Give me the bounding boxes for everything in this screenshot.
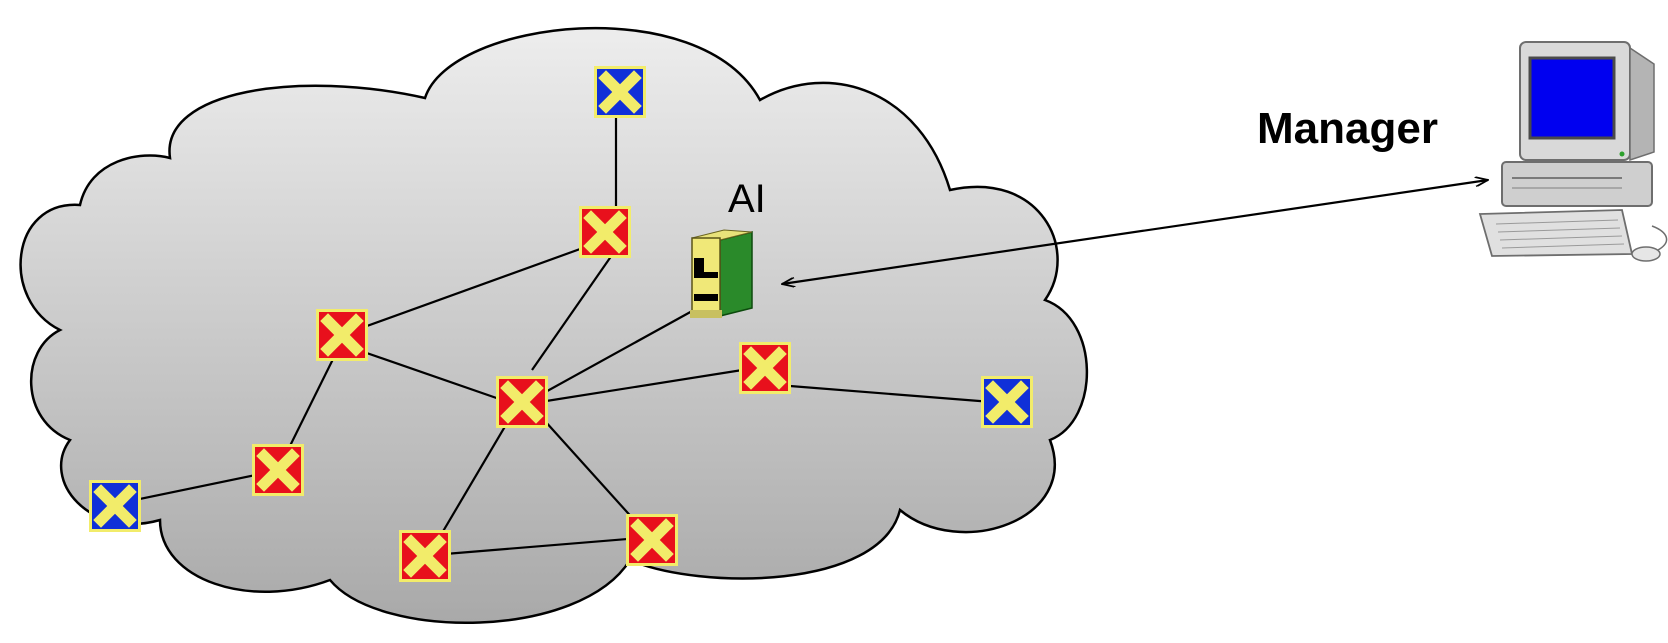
switch-upper-core[interactable]	[579, 206, 631, 258]
ai-agent-base	[690, 310, 722, 318]
network-cloud	[19, 26, 1089, 624]
mouse	[1631, 246, 1661, 262]
link-left-core-center-core	[357, 348, 509, 404]
ai-agent-slot-top	[694, 258, 704, 272]
ai-agent-slot-mid	[694, 272, 718, 278]
switch-cross-b	[256, 448, 300, 492]
monitor-side	[1629, 46, 1655, 162]
keyboard-keys	[1495, 219, 1625, 249]
switch-bottom-right-core[interactable]	[626, 514, 678, 566]
switches	[89, 66, 1033, 582]
link-center-core-bottom-core	[431, 417, 511, 551]
mouse-cable	[1651, 225, 1668, 251]
switch-bottom-core[interactable]	[399, 530, 451, 582]
switch-cross-b	[403, 534, 447, 578]
ai-agent-side-panel	[719, 231, 753, 317]
ai-agent-device[interactable]	[690, 229, 753, 318]
switch-right-edge[interactable]	[981, 376, 1033, 428]
link-upper-core-left-core	[341, 238, 606, 337]
network-links	[124, 92, 993, 556]
switch-left-core[interactable]	[316, 309, 368, 361]
link-left-core-lower-left-core	[281, 344, 341, 463]
link-center-core-ai-agent	[539, 309, 695, 396]
link-bottom-core-bottom-right-core	[444, 536, 641, 556]
switch-cross-b	[93, 484, 137, 528]
keyboard	[1478, 209, 1634, 257]
manager-label: Manager	[1257, 104, 1438, 153]
switch-cross-b	[320, 313, 364, 357]
manager-computer-icon[interactable]	[1478, 41, 1668, 262]
ai-agent-label: AI	[728, 177, 766, 221]
link-upper-core-center-core	[531, 254, 613, 371]
switch-center-core[interactable]	[496, 376, 548, 428]
switch-cross-b	[598, 70, 642, 114]
switch-cross-b	[500, 380, 544, 424]
link-right-core-right-edge	[789, 384, 993, 404]
ai-agent-slot-low	[694, 294, 718, 301]
management-link	[782, 180, 1488, 284]
link-center-core-right-core	[539, 366, 756, 404]
switch-cross-b	[630, 518, 674, 562]
base-unit	[1501, 161, 1653, 207]
switch-cross-b	[743, 346, 787, 390]
switch-top-edge[interactable]	[594, 66, 646, 118]
switch-cross-b	[985, 380, 1029, 424]
link-center-core-bottom-right-core	[534, 409, 646, 533]
switch-lower-left-core[interactable]	[252, 444, 304, 496]
monitor-screen	[1528, 56, 1616, 140]
link-lower-left-core-left-edge	[124, 470, 271, 504]
switch-cross-b	[583, 210, 627, 254]
switch-left-edge[interactable]	[89, 480, 141, 532]
switch-right-core[interactable]	[739, 342, 791, 394]
monitor-power-led	[1619, 151, 1625, 157]
